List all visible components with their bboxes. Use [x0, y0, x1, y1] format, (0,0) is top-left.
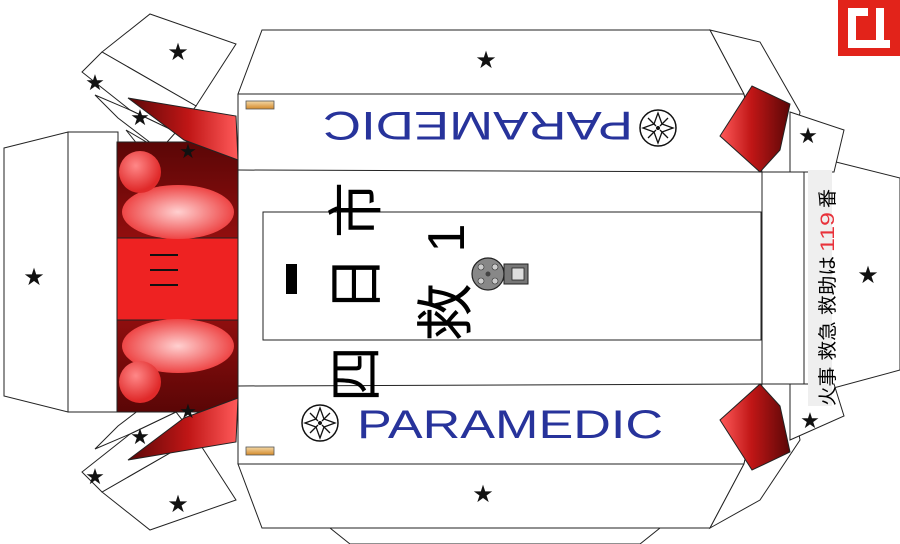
- star-icon: ★: [472, 480, 494, 508]
- city-char-3: 市: [325, 182, 390, 238]
- brand-logo: [838, 0, 900, 56]
- beacon-ball-top: [119, 151, 161, 193]
- star-icon: ★: [798, 124, 818, 149]
- star-icon: ★: [179, 399, 197, 423]
- rear-phone-text: 火事 救急 救助は 119 番: [817, 189, 839, 406]
- city-name: 四 日 市: [325, 182, 390, 402]
- dash-mark: [286, 264, 297, 294]
- star-icon: ★: [475, 46, 497, 74]
- star-icon: ★: [23, 263, 45, 291]
- side-mirror-icon: [471, 257, 529, 291]
- amber-marker-top: [245, 100, 275, 110]
- emblem-icon-top: [639, 109, 677, 147]
- front-light-panel: [116, 141, 239, 413]
- rear-phone-suffix: 番: [817, 189, 839, 208]
- city-char-1: 四: [325, 346, 390, 402]
- left-end-panel: [67, 131, 119, 413]
- star-icon: ★: [179, 139, 197, 163]
- city-char-2: 日: [325, 256, 390, 312]
- star-marks: ★ ★ ★ ★ ★ ★ ★ ★ ★ ★ ★ ★ ★ ★: [23, 38, 879, 518]
- star-icon: ★: [800, 409, 820, 434]
- side-red-lights: [127, 85, 791, 471]
- star-icon: ★: [167, 38, 189, 66]
- star-icon: ★: [857, 261, 879, 289]
- rear-phone-prefix: 火事 救急 救助は: [817, 256, 839, 406]
- rear-text-band: [808, 170, 832, 406]
- star-icon: ★: [85, 71, 105, 96]
- headlight-oval-bottom: [122, 319, 234, 373]
- amber-marker-bottom: [245, 446, 275, 456]
- star-icon: ★: [167, 490, 189, 518]
- paramedic-label-bottom: PARAMEDIC: [357, 403, 663, 447]
- emblem-icon-bottom: [301, 404, 339, 442]
- grille-lines: [150, 254, 178, 286]
- unit-number: 1: [418, 224, 476, 253]
- headlight-oval-top: [122, 185, 234, 239]
- star-icon: ★: [85, 465, 105, 490]
- rear-phone-number: 119: [818, 212, 839, 252]
- star-icon: ★: [130, 425, 150, 450]
- beacon-ball-bottom: [119, 361, 161, 403]
- star-icon: ★: [130, 106, 150, 131]
- paramedic-label-top: PARAMEDIC: [323, 103, 633, 147]
- unit-char: 救: [412, 283, 480, 341]
